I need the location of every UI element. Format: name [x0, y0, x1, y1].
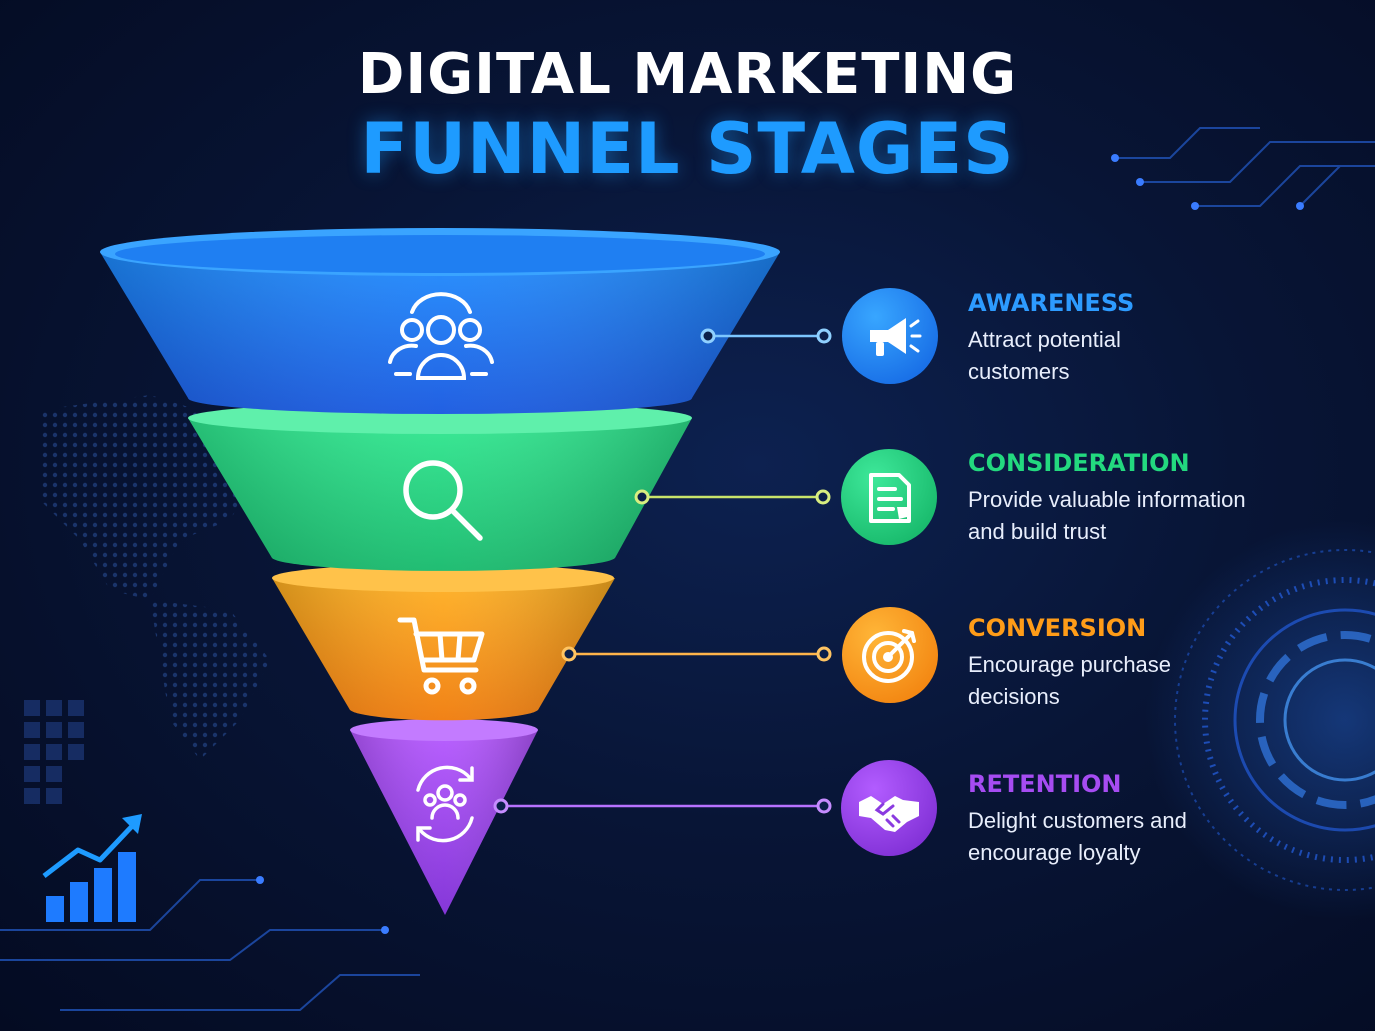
stage-consideration: CONSIDERATION Provide valuable informati…	[968, 448, 1348, 548]
stage-awareness: AWARENESS Attract potential customers	[968, 288, 1348, 388]
stage-desc-consideration-line-2: and build trust	[968, 519, 1107, 544]
stage-retention: RETENTION Delight customers and encourag…	[968, 769, 1348, 869]
target-icon	[862, 629, 916, 683]
stage-icon-retention	[841, 760, 937, 856]
stage-name-consideration: CONSIDERATION	[968, 449, 1190, 477]
circuit-nodes-decoration	[256, 154, 1304, 934]
connector-retention	[493, 798, 832, 814]
connector-consideration	[634, 489, 831, 505]
stage-desc-awareness-line-1: Attract potential	[968, 327, 1121, 352]
stage-desc-retention: Delight customers and encourage loyalty	[968, 805, 1348, 869]
stage-icon-awareness	[842, 288, 938, 384]
stage-icon-conversion	[842, 607, 938, 703]
stage-name-awareness: AWARENESS	[968, 289, 1135, 317]
funnel-segment-retention	[350, 719, 538, 915]
stage-name-conversion: CONVERSION	[968, 614, 1147, 642]
stage-desc-consideration-line-1: Provide valuable information	[968, 487, 1246, 512]
funnel-segment-awareness	[100, 228, 780, 414]
circuit-lines-decoration	[0, 127, 1375, 1011]
tech-rings-decoration	[1145, 520, 1375, 920]
funnel-segment-conversion	[272, 564, 615, 721]
stage-desc-conversion-line-1: Encourage purchase	[968, 652, 1172, 677]
connector-awareness	[700, 328, 832, 344]
megaphone-icon	[870, 318, 922, 356]
stage-icon-consideration	[841, 449, 937, 545]
stage-desc-consideration: Provide valuable information and build t…	[968, 484, 1348, 548]
shopping-cart-icon	[397, 617, 485, 695]
stage-name-retention: RETENTION	[968, 770, 1122, 798]
connector-conversion	[561, 646, 832, 662]
magnifier-icon	[403, 460, 483, 541]
stage-desc-awareness-line-2: customers	[968, 359, 1070, 384]
stage-conversion: CONVERSION Encourage purchase decisions	[968, 613, 1348, 713]
stage-desc-conversion: Encourage purchase decisions	[968, 649, 1348, 713]
stage-desc-retention-line-1: Delight customers and	[968, 808, 1187, 833]
growth-chart-icon	[42, 814, 142, 922]
funnel-segment-consideration	[188, 402, 692, 571]
customer-cycle-icon	[416, 765, 474, 843]
stage-desc-conversion-line-2: decisions	[968, 684, 1060, 709]
grid-squares-decoration	[24, 700, 84, 804]
title-line-2: FUNNEL STAGES	[360, 108, 1015, 190]
document-icon	[869, 473, 911, 523]
title-line-1: DIGITAL MARKETING	[357, 42, 1018, 107]
handshake-icon	[859, 796, 919, 832]
stage-desc-awareness: Attract potential customers	[968, 324, 1348, 388]
people-group-icon	[388, 292, 494, 380]
stage-desc-retention-line-2: encourage loyalty	[968, 840, 1141, 865]
